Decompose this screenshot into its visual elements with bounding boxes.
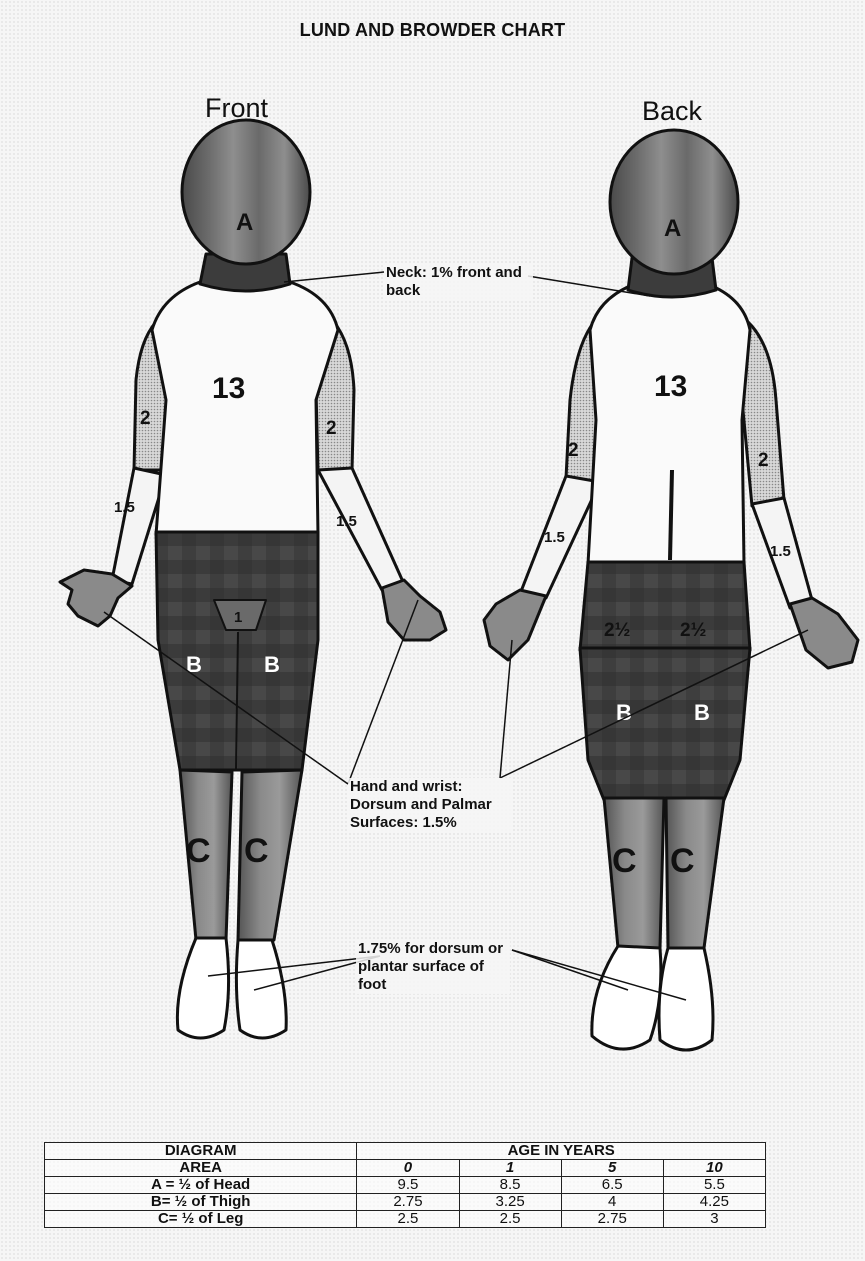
table-cell: 2.5 [357, 1211, 459, 1228]
age-col-5: 5 [561, 1160, 663, 1177]
table-row: A = ½ of Head 9.5 8.5 6.5 5.5 [45, 1177, 766, 1194]
back-right-leg-label: C [670, 842, 695, 880]
front-figure [60, 120, 446, 1038]
front-left-foot [177, 938, 228, 1038]
front-left-upper-arm-label: 2 [140, 408, 151, 429]
back-right-thigh-label: B [694, 700, 710, 725]
front-right-forearm [318, 468, 404, 590]
back-figure [484, 130, 858, 1050]
table-row: B= ½ of Thigh 2.75 3.25 4 4.25 [45, 1194, 766, 1211]
back-right-buttock-label: 2½ [680, 620, 706, 641]
back-right-upper-arm-label: 2 [758, 450, 769, 471]
table-cell: 2.75 [561, 1211, 663, 1228]
neck-note: Neck: 1% front and back [384, 264, 533, 300]
row-label: A = ½ of Head [45, 1177, 357, 1194]
back-left-forearm-label: 1.5 [544, 529, 565, 546]
back-left-upper-arm-label: 2 [568, 440, 579, 461]
age-col-0: 0 [357, 1160, 459, 1177]
hand-wrist-note: Hand and wrist: Dorsum and Palmar Surfac… [348, 778, 512, 832]
front-left-hand [60, 570, 132, 626]
front-left-forearm-label: 1.5 [114, 499, 135, 516]
front-right-leg-label: C [244, 832, 269, 870]
back-trunk-label: 13 [654, 370, 687, 403]
row-label: C= ½ of Leg [45, 1211, 357, 1228]
table-cell: 5.5 [663, 1177, 765, 1194]
table-row: C= ½ of Leg 2.5 2.5 2.75 3 [45, 1211, 766, 1228]
front-right-upper-arm-label: 2 [326, 418, 337, 439]
back-left-hand [484, 590, 546, 660]
table-cell: 8.5 [459, 1177, 561, 1194]
front-left-leg-label: C [186, 832, 211, 870]
table-cell: 3 [663, 1211, 765, 1228]
table-cell: 4 [561, 1194, 663, 1211]
row-label: B= ½ of Thigh [45, 1194, 357, 1211]
table-cell: 6.5 [561, 1177, 663, 1194]
foot-note: 1.75% for dorsum or plantar surface of f… [356, 940, 510, 994]
back-head-label: A [664, 215, 681, 242]
back-left-leg-label: C [612, 842, 637, 880]
age-in-years-header: AGE IN YEARS [357, 1143, 766, 1160]
diagram-area-header-2: AREA [45, 1160, 357, 1177]
front-right-forearm-label: 1.5 [336, 513, 357, 530]
table-cell: 2.75 [357, 1194, 459, 1211]
back-right-foot [659, 948, 713, 1050]
back-right-forearm-label: 1.5 [770, 543, 791, 560]
front-trunk-label: 13 [212, 372, 245, 405]
age-col-1: 1 [459, 1160, 561, 1177]
table-cell: 9.5 [357, 1177, 459, 1194]
lund-browder-table: DIAGRAM AGE IN YEARS AREA 0 1 5 10 A = ½… [44, 1142, 766, 1228]
back-head [610, 130, 738, 274]
age-col-10: 10 [663, 1160, 765, 1177]
front-right-thigh-label: B [264, 652, 280, 677]
front-genital-label: 1 [234, 609, 242, 626]
front-left-thigh-label: B [186, 652, 202, 677]
table-cell: 2.5 [459, 1211, 561, 1228]
table-age-row: AREA 0 1 5 10 [45, 1160, 766, 1177]
diagram-area-header: DIAGRAM [45, 1143, 357, 1160]
table-header-row: DIAGRAM AGE IN YEARS [45, 1143, 766, 1160]
table-cell: 4.25 [663, 1194, 765, 1211]
back-left-foot [592, 946, 661, 1049]
front-right-foot [236, 940, 286, 1038]
front-head [182, 120, 310, 264]
front-torso [152, 282, 338, 535]
table-cell: 3.25 [459, 1194, 561, 1211]
front-head-label: A [236, 209, 253, 236]
back-left-buttock-label: 2½ [604, 620, 630, 641]
